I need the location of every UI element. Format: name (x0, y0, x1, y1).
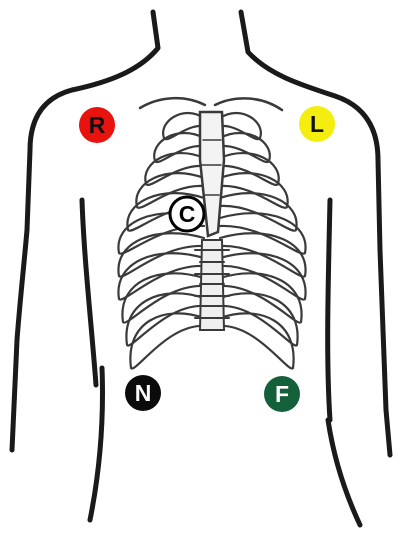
rib (220, 193, 297, 231)
electrode-N: N (125, 375, 161, 411)
rib-cage (118, 98, 305, 368)
rib (220, 293, 298, 345)
electrode-L-label: L (310, 111, 324, 137)
electrode-F-label: F (275, 381, 289, 407)
electrode-F: F (264, 376, 300, 412)
electrode-C-label: C (179, 201, 196, 227)
right-inner-arm-line (328, 200, 330, 420)
rib (220, 253, 306, 299)
rib (126, 293, 204, 345)
left-inner-arm-line (82, 200, 96, 385)
spine (195, 240, 229, 330)
clavicle-right (215, 98, 282, 110)
electrode-N-label: N (135, 380, 152, 406)
rib (220, 313, 294, 368)
electrode-L: L (299, 106, 335, 142)
clavicle-left (140, 98, 205, 108)
electrode-C: C (170, 197, 204, 231)
rib (130, 313, 204, 368)
rib (220, 173, 288, 208)
right-waist-line (328, 420, 360, 525)
electrode-R-label: R (89, 112, 106, 138)
rib (118, 253, 204, 299)
left-waist-line (90, 368, 103, 520)
electrode-R: R (79, 107, 115, 143)
